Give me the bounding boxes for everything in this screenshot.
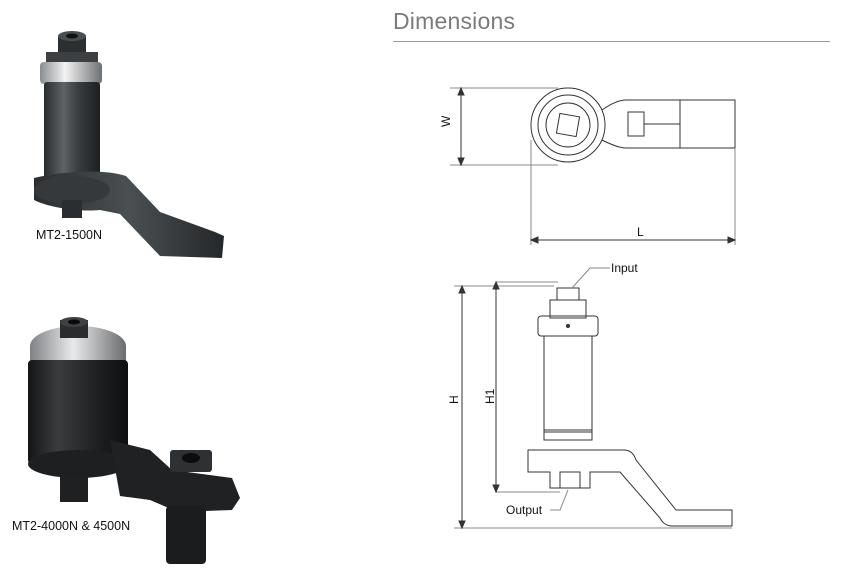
top-view-drawing: W L — [439, 86, 737, 245]
side-view-drawing: Input Output H H1 — [447, 261, 733, 530]
product-caption: MT2-1500N — [36, 228, 102, 242]
product-image-mt2-1500n — [34, 31, 224, 258]
product-image-mt2-4000n-4500n — [28, 317, 240, 564]
output-label: Output — [506, 503, 543, 517]
dimension-label-w: W — [439, 115, 453, 127]
title-divider — [393, 41, 830, 42]
product-caption: MT2-4000N & 4500N — [12, 519, 131, 533]
input-label: Input — [611, 261, 638, 275]
section-title: Dimensions — [393, 8, 516, 34]
dimension-label-h1: H1 — [483, 388, 497, 404]
dimension-label-l: L — [637, 225, 644, 239]
dimension-label-h: H — [447, 395, 461, 404]
